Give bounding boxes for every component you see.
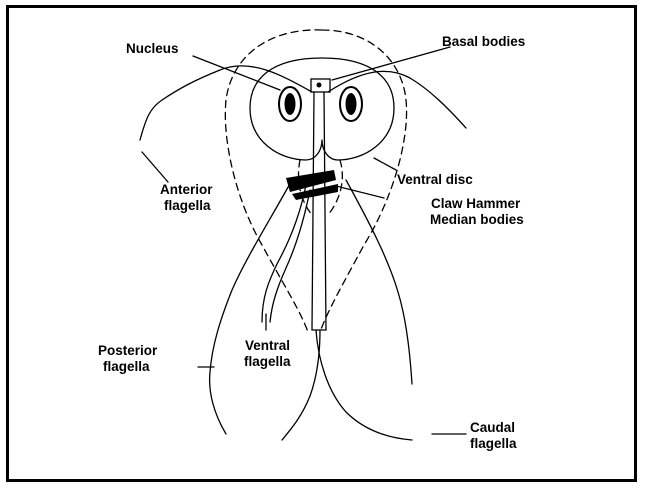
diagram-stroke [374, 158, 396, 170]
caudal-flagella [316, 330, 412, 440]
ventral-disc-outline [250, 58, 394, 160]
diagram-stroke [332, 47, 450, 80]
diagram-stroke [324, 92, 326, 330]
label-anterior-flagella-2: flagella [164, 198, 211, 213]
label-basal-bodies: Basal bodies [442, 34, 525, 49]
diagram-stroke [270, 190, 310, 322]
diagram-stroke [193, 56, 280, 90]
nucleus-right-fill [346, 93, 357, 115]
label-caudal-flagella-1: Caudal [470, 420, 515, 435]
posterior-flagella-right [346, 180, 412, 384]
diagram-stroke [336, 186, 384, 198]
label-posterior-flagella-2: flagella [103, 359, 150, 374]
label-posterior-flagella-1: Posterior [98, 343, 158, 358]
label-claw-hammer-2: Median bodies [430, 212, 524, 227]
ventral-flagella-left [262, 185, 306, 322]
label-ventral-flagella-1: Ventral [245, 338, 290, 353]
label-ventral-disc: Ventral disc [397, 172, 473, 187]
label-ventral-flagella-2: flagella [244, 354, 291, 369]
diagram-stroke [312, 92, 314, 330]
nucleus-left-fill [285, 93, 296, 115]
diagram-stroke [142, 152, 168, 182]
label-caudal-flagella-2: flagella [470, 436, 517, 451]
label-nucleus: Nucleus [126, 41, 179, 56]
label-claw-hammer-1: Claw Hammer [431, 196, 521, 211]
posterior-flagella-left [210, 180, 292, 434]
diagram-stroke [317, 83, 322, 88]
label-anterior-flagella-1: Anterior [160, 182, 213, 197]
